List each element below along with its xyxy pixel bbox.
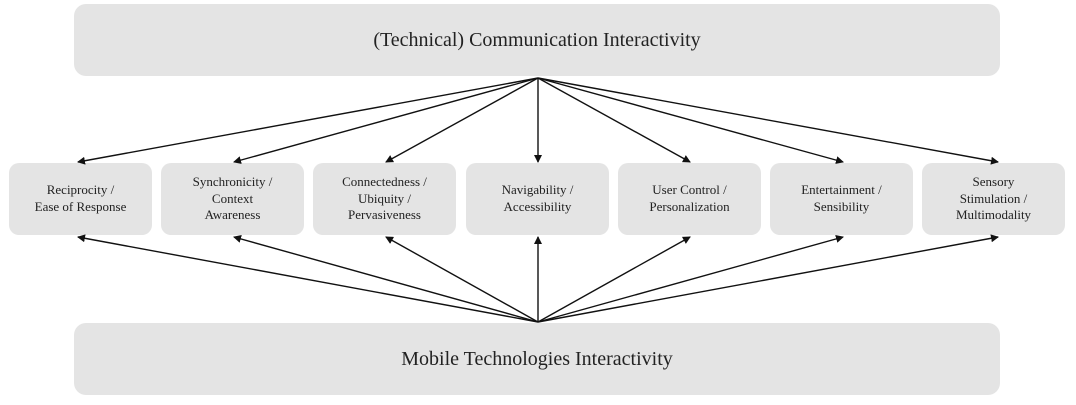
dimension-line: Awareness [204,207,261,223]
arrow-bottom-to-dimension-4 [537,236,691,323]
dimension-line: Personalization [649,199,730,214]
arrow-bottom-to-dimension-5 [537,235,844,323]
arrow-bottom-to-dimension-6 [537,234,999,323]
dimension-box-sensory-stimulation: Sensory Stimulation / Multimodality [922,163,1065,235]
dimension-line: Ubiquity / [357,190,412,206]
dimension-line: User Control / [652,182,727,198]
arrow-top-to-dimension-4 [537,77,691,163]
dimension-line: Reciprocity / [46,182,115,198]
communication-interactivity-box: (Technical) Communication Interactivity [74,4,1000,76]
arrow-top-to-dimension-2 [385,77,539,163]
dimension-line: Synchronicity / [192,173,273,189]
dimension-line: Context [211,190,254,206]
arrow-top-to-dimension-6 [537,77,999,165]
dimension-line: Ease of Response [34,199,127,214]
dimension-box-reciprocity: Reciprocity / Ease of Response [9,163,152,235]
arrow-top-to-dimension-0 [77,77,539,165]
arrow-bottom-to-dimension-1 [233,235,539,323]
communication-interactivity-label: (Technical) Communication Interactivity [373,28,701,51]
dimension-box-user-control: User Control / Personalization [618,163,761,235]
dimension-box-synchronicity: Synchronicity / Context Awareness [161,163,304,235]
arrow-top-to-dimension-1 [233,77,539,164]
dimension-line: Multimodality [955,207,1032,223]
dimension-line: Pervasiveness [348,207,421,223]
dimension-box-navigability: Navigability / Accessibility [466,163,609,235]
dimension-box-connectedness: Connectedness / Ubiquity / Pervasiveness [313,163,456,235]
dimension-line: Connectedness / [342,173,427,189]
arrow-bottom-to-dimension-0 [77,234,539,323]
arrow-top-to-dimension-5 [537,77,844,164]
dimension-box-entertainment: Entertainment / Sensibility [770,163,913,235]
mobile-technologies-interactivity-label: Mobile Technologies Interactivity [401,347,673,370]
mobile-technologies-interactivity-box: Mobile Technologies Interactivity [74,323,1000,395]
dimension-line: Navigability / [501,182,574,198]
dimension-line: Stimulation / [959,190,1028,206]
arrow-bottom-to-dimension-2 [385,236,539,323]
dimension-line: Entertainment / [801,182,882,198]
dimension-line: Accessibility [503,199,572,214]
dimension-line: Sensibility [813,199,870,214]
dimension-line: Sensory [972,173,1015,189]
